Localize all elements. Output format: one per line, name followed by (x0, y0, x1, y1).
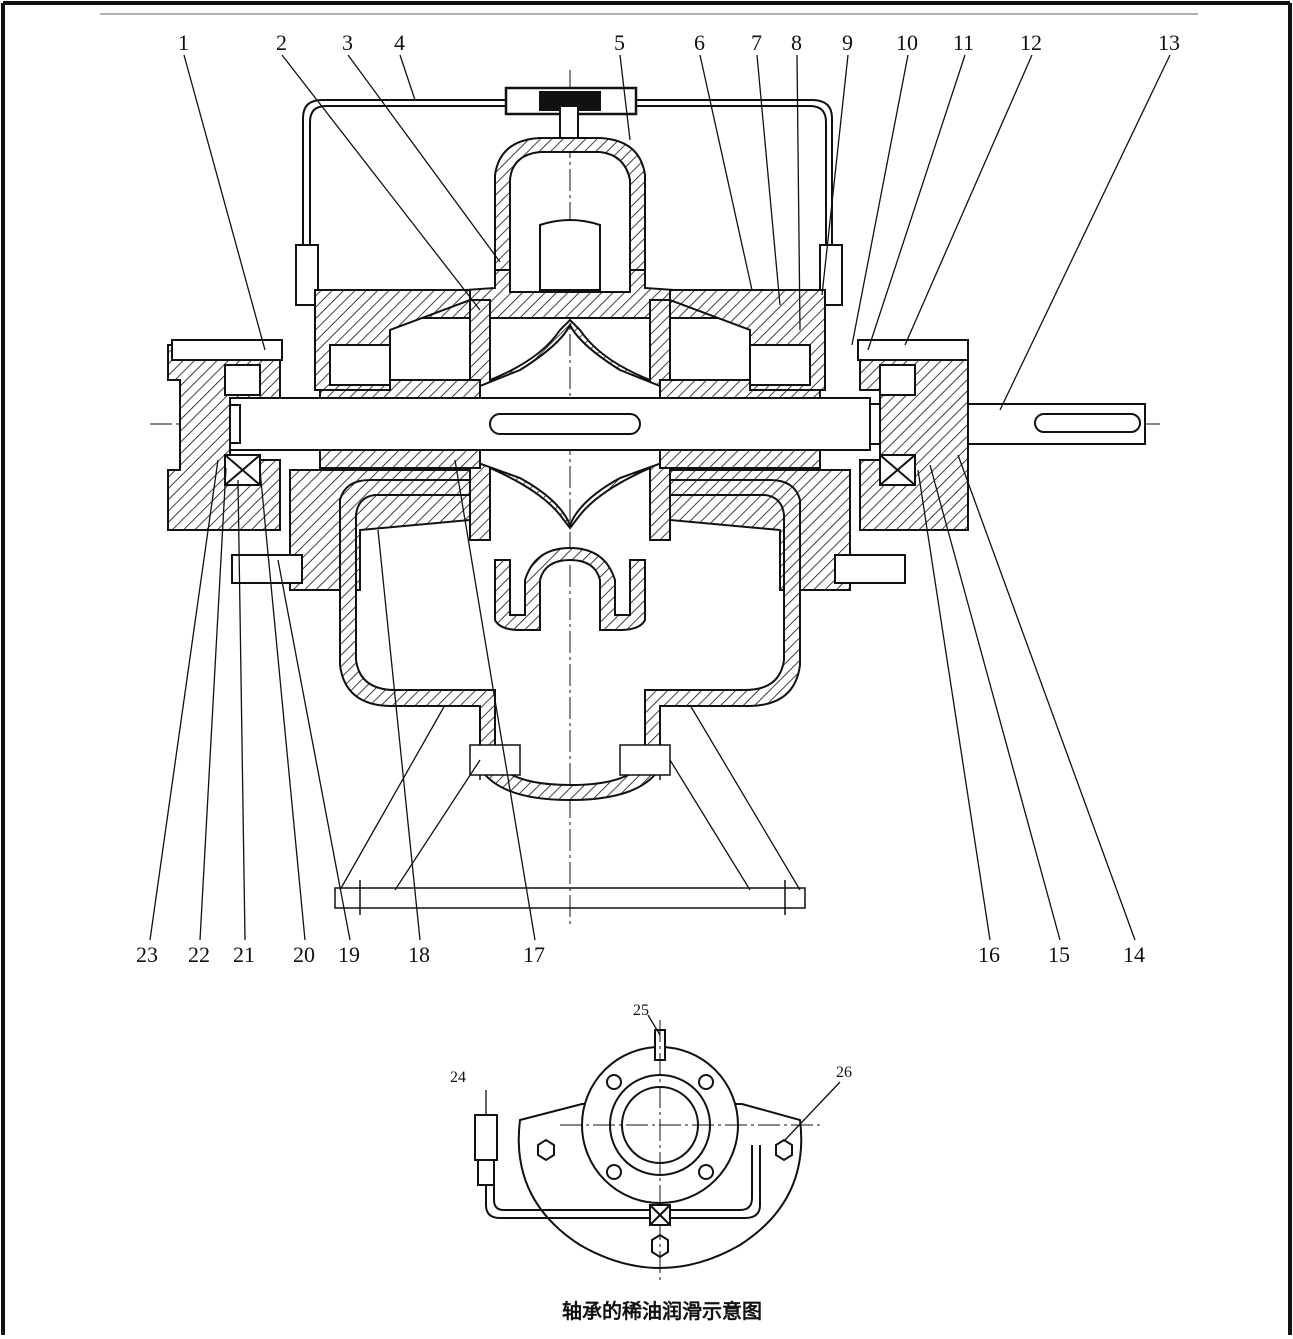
callout-11: 11 (953, 30, 974, 55)
shaft-sleeves (319, 379, 821, 469)
bearing-housing-left (167, 339, 303, 584)
leader-lines (149, 54, 1171, 941)
callout-22: 22 (188, 942, 210, 967)
top-callouts: 1 2 3 4 5 6 7 8 9 10 11 12 13 (178, 30, 1180, 55)
detail-caption: 轴承的稀油润滑示意图 (562, 1299, 762, 1323)
bottom-callouts: 23 22 21 20 19 18 17 16 15 14 (136, 942, 1145, 967)
callout-4: 4 (394, 30, 405, 55)
callout-12: 12 (1020, 30, 1042, 55)
callout-16: 16 (978, 942, 1000, 967)
callout-17: 17 (523, 942, 545, 967)
seal-housings (289, 289, 851, 591)
callout-20: 20 (293, 942, 315, 967)
callout-3: 3 (342, 30, 353, 55)
detail-callouts: 24 25 26 (450, 1002, 852, 1086)
callout-6: 6 (694, 30, 705, 55)
callout-21: 21 (233, 942, 255, 967)
callout-15: 15 (1048, 942, 1070, 967)
callout-23: 23 (136, 942, 158, 967)
callout-26: 26 (836, 1064, 852, 1081)
callout-8: 8 (791, 30, 802, 55)
lubrication-detail (474, 1014, 841, 1280)
callout-10: 10 (896, 30, 918, 55)
callout-24: 24 (450, 1069, 466, 1086)
callout-5: 5 (614, 30, 625, 55)
callout-7: 7 (751, 30, 762, 55)
impeller (469, 299, 671, 541)
callout-9: 9 (842, 30, 853, 55)
bearing-housing-right (834, 339, 969, 584)
callout-19: 19 (338, 942, 360, 967)
callout-25: 25 (633, 1002, 649, 1019)
lower-volute (339, 479, 801, 802)
callout-18: 18 (408, 942, 430, 967)
callout-1: 1 (178, 30, 189, 55)
callout-14: 14 (1123, 942, 1145, 967)
oil-pipe (295, 86, 843, 306)
shaft (209, 397, 1146, 451)
callout-13: 13 (1158, 30, 1180, 55)
callout-2: 2 (276, 30, 287, 55)
